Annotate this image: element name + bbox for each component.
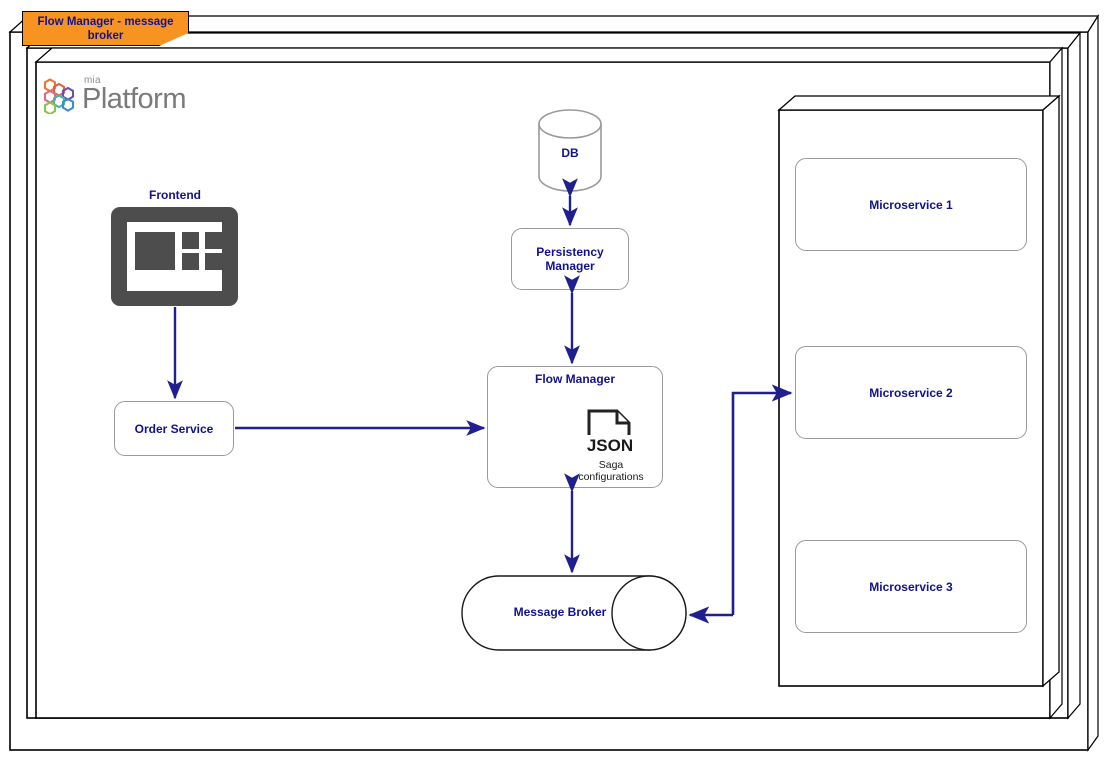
order-service-label: Order Service (134, 421, 214, 436)
frontend-label: Frontend (149, 188, 201, 202)
logo-maintext: Platform (82, 83, 186, 115)
microservice-1-label: Microservice 1 (869, 197, 953, 212)
monitor-tile (182, 232, 199, 249)
node-microservice-2[interactable]: Microservice 2 (795, 346, 1027, 439)
monitor-tile (182, 253, 199, 270)
logo-subtext: mia (84, 75, 101, 86)
arrow-flow-manager-to-microservice-2 (731, 384, 793, 615)
monitor-tile (135, 232, 175, 270)
message-broker-cylinder-shape (461, 575, 687, 651)
persistency-manager-label: Persistency Manager (536, 245, 604, 273)
monitor-screen (127, 222, 222, 291)
mia-platform-hexagons-icon (43, 78, 75, 114)
monitor-tile (205, 232, 222, 249)
node-microservice-3[interactable]: Microservice 3 (795, 540, 1027, 633)
saga-configurations-caption: Saga configurations (578, 459, 644, 483)
monitor-tile (205, 253, 222, 270)
mia-platform-logo: mia Platform (42, 68, 192, 114)
node-db[interactable]: DB (537, 108, 603, 192)
node-persistency-manager[interactable]: Persistency Manager (511, 228, 629, 290)
message-broker-label: Message Broker (513, 605, 607, 619)
node-message-broker[interactable]: Message Broker (460, 574, 688, 652)
node-microservice-1[interactable]: Microservice 1 (795, 158, 1027, 251)
db-label: DB (561, 146, 579, 160)
json-file-icon: JSON (587, 409, 633, 455)
svg-text:JSON: JSON (587, 436, 633, 455)
diagram-title-tab: Flow Manager - message broker (22, 11, 189, 46)
microservice-3-label: Microservice 3 (869, 579, 953, 594)
microservice-2-label: Microservice 2 (869, 385, 953, 400)
db-cylinder-shape (538, 109, 602, 192)
node-order-service[interactable]: Order Service (114, 401, 234, 456)
frontend-monitor-icon (111, 207, 238, 306)
diagram-title-text: Flow Manager - message broker (37, 16, 174, 42)
flow-manager-label: Flow Manager (534, 372, 615, 386)
